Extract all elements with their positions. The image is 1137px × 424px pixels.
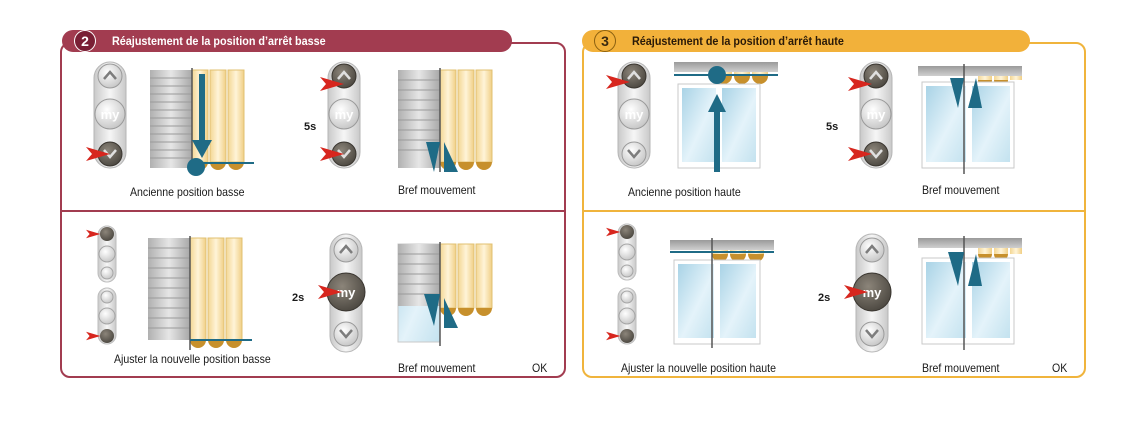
step-number-badge: 3: [594, 30, 616, 52]
remote-control-icon: my: [320, 61, 361, 169]
remote-control-pair-icon: [86, 225, 117, 345]
row-divider: [62, 210, 564, 212]
step-number-badge: 2: [74, 30, 96, 52]
my-button-label: my: [335, 107, 355, 122]
remote-control-pair-icon: [606, 223, 637, 345]
shutter-window-illustration: [150, 68, 254, 176]
remote-control-icon: my: [848, 61, 893, 169]
my-button-label: my: [625, 107, 645, 122]
step-2-header: 2 Réajustement de la position d’arrêt ba…: [62, 30, 512, 52]
shutter-window-illustration: [398, 68, 493, 172]
duration-label: 5s: [826, 121, 839, 133]
caption-ajuster-nouvelle-position-haute: Ajuster la nouvelle position haute: [621, 361, 776, 375]
row-divider: [584, 210, 1084, 212]
caption-ancienne-position-basse: Ancienne position basse: [130, 185, 245, 199]
remote-control-icon: my: [86, 61, 127, 169]
caption-ancienne-position-haute: Ancienne position haute: [628, 185, 741, 199]
step-title: Réajustement de la position d’arrêt haut…: [632, 34, 844, 48]
ok-label: OK: [532, 361, 548, 375]
duration-label: 5s: [304, 121, 317, 133]
caption-bref-mouvement: Bref mouvement: [922, 361, 1000, 375]
caption-bref-mouvement: Bref mouvement: [922, 183, 1000, 197]
remote-control-icon: my: [318, 233, 366, 353]
window-awning-illustration: [918, 236, 1022, 350]
window-awning-illustration: [918, 64, 1022, 174]
remote-control-icon: my: [606, 61, 651, 169]
window-awning-illustration: [670, 238, 774, 348]
caption-bref-mouvement: Bref mouvement: [398, 183, 476, 197]
window-awning-illustration: [674, 62, 778, 172]
ok-label: OK: [1052, 361, 1068, 375]
duration-label: 2s: [818, 292, 831, 304]
duration-label: 2s: [292, 292, 305, 304]
caption-ajuster-nouvelle-position-basse: Ajuster la nouvelle position basse: [114, 352, 271, 366]
my-button-label: my: [101, 107, 121, 122]
shutter-window-illustration: [397, 242, 493, 346]
remote-control-icon: my: [844, 233, 892, 353]
shutter-window-illustration: [148, 236, 252, 350]
my-button-label: my: [867, 107, 887, 122]
step-title: Réajustement de la position d’arrêt bass…: [112, 34, 326, 48]
step-3-header: 3 Réajustement de la position d’arrêt ha…: [582, 30, 1030, 52]
my-button-label: my: [863, 285, 883, 300]
caption-bref-mouvement: Bref mouvement: [398, 361, 476, 375]
my-button-label: my: [337, 285, 357, 300]
